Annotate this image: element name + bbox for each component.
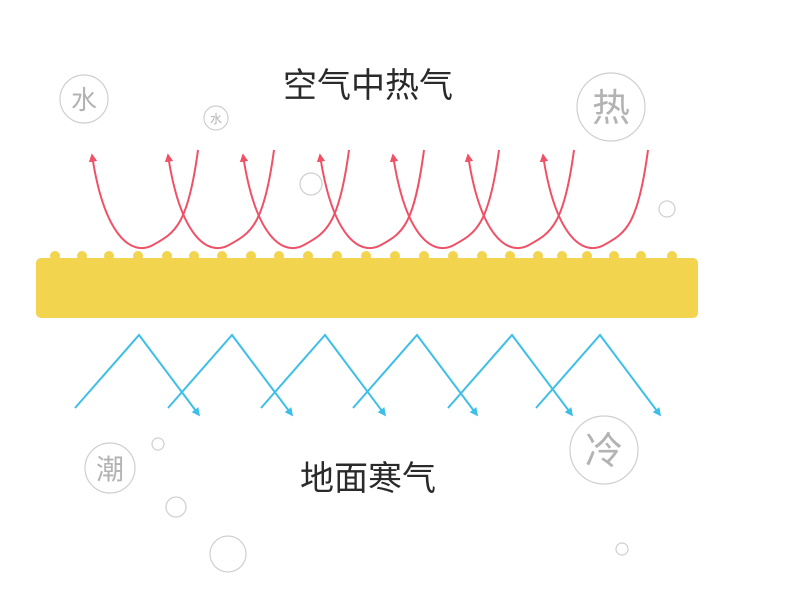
heat-bubble: 热: [576, 72, 646, 142]
heat-arrow: [389, 149, 500, 250]
insulation-mat: [36, 251, 698, 318]
mat-bump: [332, 251, 342, 261]
heat-arrow: [464, 149, 575, 250]
mat-bump: [217, 251, 227, 261]
top-title: 空气中热气: [283, 66, 453, 106]
mat-bump: [274, 251, 284, 261]
mat-bump: [477, 251, 487, 261]
bottom-title: 地面寒气: [300, 459, 436, 499]
humid-bubble: 潮: [84, 442, 136, 494]
mat-bump: [609, 251, 619, 261]
water-bubble-large: 水: [59, 74, 109, 124]
cold-arrow: [352, 333, 479, 417]
empty-bubble: [165, 496, 187, 518]
mat-bump: [50, 251, 60, 261]
mat-bump: [303, 251, 313, 261]
water-bubble-small-label: 水: [210, 112, 222, 126]
heat-arrow: [88, 149, 199, 250]
mat-bump: [636, 251, 646, 261]
mat-bump: [582, 251, 592, 261]
mat-bump: [246, 251, 256, 261]
mat-bump: [361, 251, 371, 261]
empty-bubbles: [151, 172, 676, 573]
humid-bubble-label: 潮: [96, 453, 124, 486]
mat-bump: [505, 251, 515, 261]
cold-arrow: [74, 333, 201, 417]
mat-bump: [189, 251, 199, 261]
mat-bump: [133, 251, 143, 261]
heat-arrow: [239, 149, 350, 250]
cold-arrow: [535, 333, 662, 417]
mat-bump: [448, 251, 458, 261]
mat-bump: [162, 251, 172, 261]
mat-bump: [667, 251, 677, 261]
mat-bump: [77, 251, 87, 261]
cold-arrow: [447, 333, 574, 417]
mat-bump: [390, 251, 400, 261]
cold-reflection-arrows: [74, 333, 662, 417]
mat-body: [36, 258, 698, 318]
empty-bubble: [209, 535, 247, 573]
empty-bubble: [151, 437, 165, 451]
cold-arrow: [167, 333, 294, 417]
heat-arrow: [316, 149, 425, 250]
heat-arrow: [539, 149, 649, 250]
water-bubble-large-label: 水: [71, 86, 97, 116]
empty-bubble: [615, 542, 629, 556]
cold-arrow: [260, 333, 387, 417]
mat-bump: [104, 251, 114, 261]
mat-bump: [533, 251, 543, 261]
cold-bubble-label: 冷: [585, 429, 623, 473]
mat-bump: [419, 251, 429, 261]
mat-bump: [557, 251, 567, 261]
empty-bubble: [299, 172, 323, 196]
water-bubble-small: 水: [203, 105, 229, 131]
heat-bubble-label: 热: [592, 86, 630, 130]
heat-reflection-arrows: [88, 149, 649, 250]
heat-arrow: [164, 149, 275, 250]
empty-bubble: [658, 200, 676, 218]
cold-bubble: 冷: [569, 415, 639, 485]
